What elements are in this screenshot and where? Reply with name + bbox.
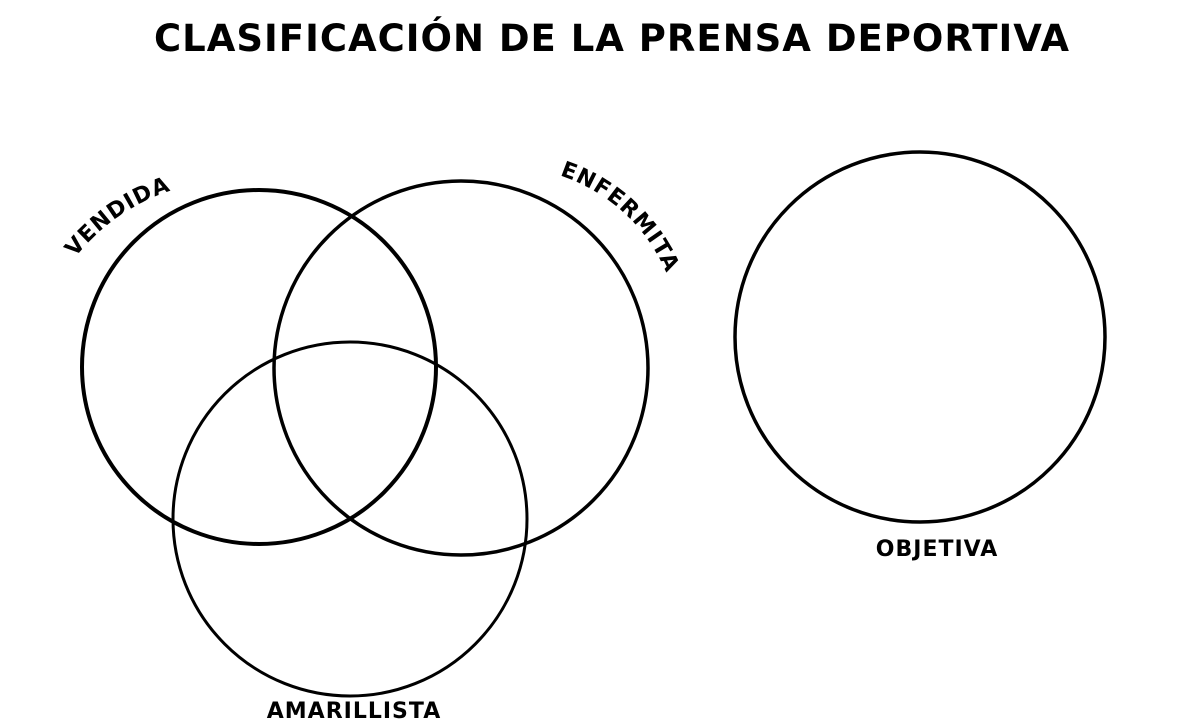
label-objetiva: OBJETIVA	[876, 537, 998, 562]
label-amarillista: AMARILLISTA	[267, 699, 441, 724]
circle-enfermita	[272, 179, 650, 557]
circle-objetiva	[733, 150, 1107, 524]
circle-vendida	[80, 188, 438, 546]
label-vendida: VENDIDA	[61, 172, 174, 261]
diagram-title: CLASIFICACIÓN DE LA PRENSA DEPORTIVA	[154, 16, 1070, 60]
label-enfermita: ENFERMITA	[558, 157, 684, 276]
circle-amarillista	[171, 340, 529, 698]
